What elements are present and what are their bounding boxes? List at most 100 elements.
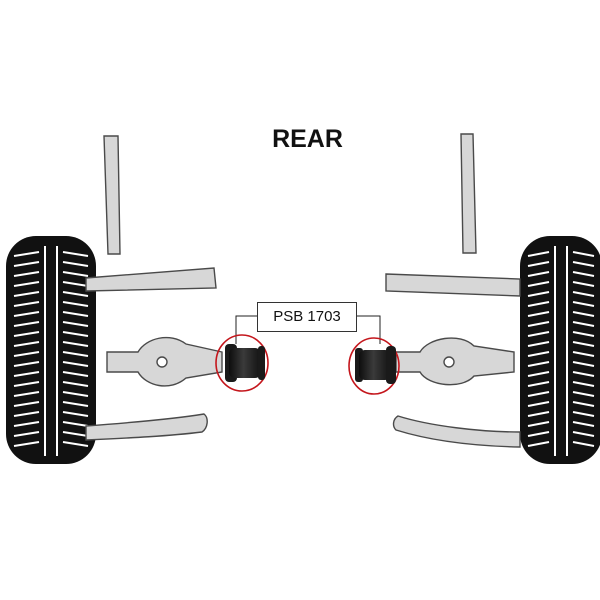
tread-sipe bbox=[527, 281, 550, 287]
tread-sipe bbox=[62, 261, 89, 267]
right-upper-arm bbox=[385, 273, 521, 297]
tread-sipe bbox=[62, 321, 89, 327]
tread-sipe bbox=[62, 381, 89, 387]
tread-sipe bbox=[572, 311, 595, 317]
tread-sipe bbox=[13, 431, 40, 437]
tread-sipe bbox=[62, 281, 89, 287]
left-leader-line bbox=[235, 315, 257, 344]
tread-sipe bbox=[527, 291, 550, 297]
tread-sipe bbox=[62, 401, 89, 407]
tread-sipe bbox=[13, 251, 40, 257]
tread-sipe bbox=[527, 431, 550, 437]
tread-sipe bbox=[13, 261, 40, 267]
right-wheel-icon bbox=[520, 236, 600, 464]
left-lower-arm bbox=[85, 413, 208, 441]
tread-sipe bbox=[62, 291, 89, 297]
tread-sipe bbox=[572, 271, 595, 277]
tread-sipe bbox=[572, 351, 595, 357]
tread-sipe bbox=[13, 421, 40, 427]
tread-sipe bbox=[572, 421, 595, 427]
left-bush-icon bbox=[215, 334, 269, 392]
tread-sipe bbox=[13, 441, 40, 447]
tread-sipe bbox=[572, 401, 595, 407]
tread-sipe bbox=[527, 411, 550, 417]
left-strut bbox=[103, 135, 121, 255]
tread-sipe bbox=[527, 301, 550, 307]
tread-sipe bbox=[62, 351, 89, 357]
tread-sipe bbox=[62, 361, 89, 367]
tread-sipe bbox=[13, 291, 40, 297]
tread-sipe bbox=[572, 261, 595, 267]
right-strut bbox=[460, 133, 477, 254]
left-upper-arm bbox=[85, 267, 217, 292]
tread-sipe bbox=[62, 391, 89, 397]
tread-sipe bbox=[13, 331, 40, 337]
tread-sipe bbox=[527, 311, 550, 317]
tread-sipe bbox=[527, 341, 550, 347]
tread-sipe bbox=[527, 361, 550, 367]
tread-sipe bbox=[527, 251, 550, 257]
tread-sipe bbox=[527, 321, 550, 327]
tread-sipe bbox=[13, 401, 40, 407]
tread-sipe bbox=[13, 281, 40, 287]
tread-sipe bbox=[527, 271, 550, 277]
right-lower-arm bbox=[392, 415, 521, 448]
tread-sipe bbox=[62, 441, 89, 447]
tread-sipe bbox=[572, 341, 595, 347]
left-tread-pattern bbox=[13, 246, 89, 456]
left-wheel-icon bbox=[6, 236, 96, 464]
part-number-label: PSB 1703 bbox=[257, 302, 357, 332]
tread-sipe bbox=[527, 261, 550, 267]
tread-sipe bbox=[62, 311, 89, 317]
tread-sipe bbox=[527, 351, 550, 357]
tread-sipe bbox=[13, 321, 40, 327]
left-hub-hole bbox=[156, 356, 168, 368]
tread-sipe bbox=[572, 441, 595, 447]
tread-sipe bbox=[572, 371, 595, 377]
tread-sipe bbox=[527, 381, 550, 387]
tread-sipe bbox=[572, 321, 595, 327]
tread-sipe bbox=[527, 391, 550, 397]
tread-sipe bbox=[62, 411, 89, 417]
tread-sipe bbox=[62, 421, 89, 427]
tread-sipe bbox=[13, 271, 40, 277]
tread-sipe bbox=[572, 331, 595, 337]
right-tread-pattern bbox=[527, 246, 595, 456]
tread-sipe bbox=[572, 381, 595, 387]
tread-sipe bbox=[572, 291, 595, 297]
right-bush-icon bbox=[348, 337, 400, 395]
tread-sipe bbox=[62, 251, 89, 257]
tread-sipe bbox=[13, 311, 40, 317]
tread-sipe bbox=[13, 341, 40, 347]
tread-sipe bbox=[527, 371, 550, 377]
tread-sipe bbox=[572, 361, 595, 367]
right-hub-hole bbox=[443, 356, 455, 368]
tread-sipe bbox=[13, 411, 40, 417]
right-trailing-arm bbox=[395, 337, 515, 386]
tread-sipe bbox=[572, 391, 595, 397]
right-leader-line bbox=[357, 315, 381, 344]
tread-sipe bbox=[13, 361, 40, 367]
tread-sipe bbox=[62, 371, 89, 377]
tread-sipe bbox=[13, 391, 40, 397]
tread-sipe bbox=[527, 441, 550, 447]
tread-sipe bbox=[13, 371, 40, 377]
tread-sipe bbox=[572, 431, 595, 437]
tread-sipe bbox=[62, 341, 89, 347]
tread-sipe bbox=[572, 301, 595, 307]
tread-sipe bbox=[13, 381, 40, 387]
diagram-title: REAR bbox=[272, 125, 343, 153]
tread-sipe bbox=[527, 331, 550, 337]
tread-sipe bbox=[62, 271, 89, 277]
tread-sipe bbox=[13, 301, 40, 307]
tread-sipe bbox=[527, 421, 550, 427]
tread-sipe bbox=[572, 411, 595, 417]
tread-sipe bbox=[62, 431, 89, 437]
tread-sipe bbox=[13, 351, 40, 357]
tread-sipe bbox=[527, 401, 550, 407]
tread-sipe bbox=[572, 281, 595, 287]
tread-sipe bbox=[572, 251, 595, 257]
tread-sipe bbox=[62, 331, 89, 337]
